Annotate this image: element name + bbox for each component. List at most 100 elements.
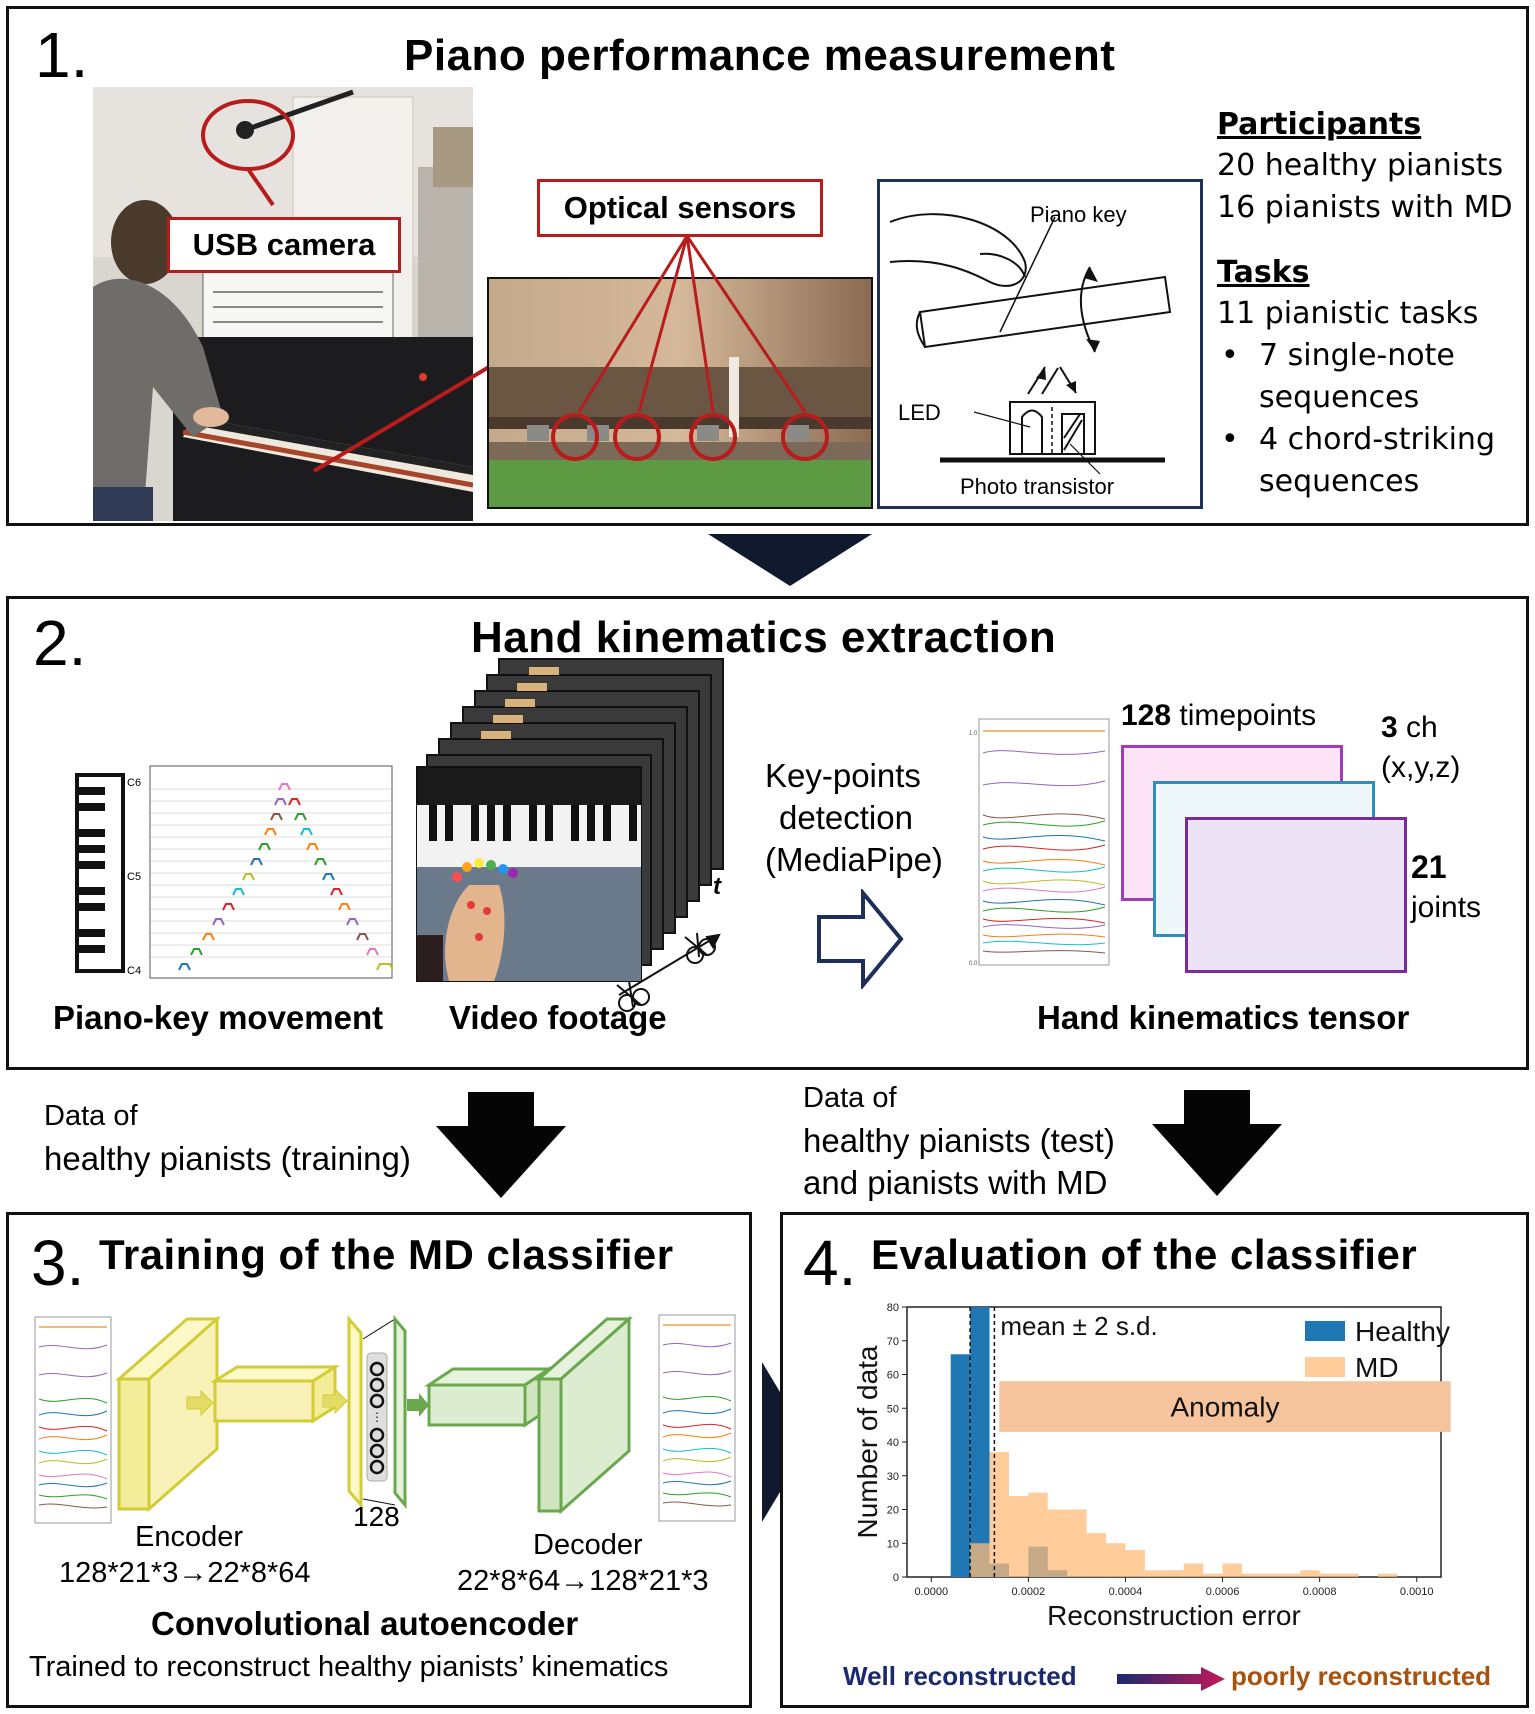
panel-title: Training of the MD classifier [99,1231,674,1278]
piano-label: C5 [127,871,142,883]
panel-title: Evaluation of the classifier [871,1231,1418,1278]
sensor-callout [551,235,829,461]
down-arrow [1152,1090,1282,1196]
panel-title: Hand kinematics extraction [471,613,1057,662]
channel-text: ch [1406,711,1438,744]
md-bar [1028,1492,1048,1577]
autoencoder-subcaption: Trained to reconstruct healthy pianists’… [29,1651,669,1683]
md-bar [1125,1550,1145,1577]
md-bar [1300,1570,1320,1577]
tasks-intro: 11 pianistic tasks [1217,296,1479,331]
well-reconstructed-label: Well reconstructed [843,1661,1077,1691]
panel-title: Piano performance measurement [404,31,1116,80]
task-bullet: • [1221,338,1239,373]
training-data-line: Data of [44,1100,138,1132]
channel-number: 3 [1381,711,1398,744]
task-item: 7 single-note [1259,338,1455,373]
tasks-heading: Tasks [1217,255,1310,290]
svg-text:⋮: ⋮ [371,1410,383,1424]
md-bar [1280,1573,1301,1577]
video-frames [416,658,724,1012]
caption-kinematics-tensor: Hand kinematics tensor [1037,999,1410,1036]
panel-training: 3. Training of the MD classifier [6,1212,752,1708]
autoencoder-diagram: ⋮ [115,1314,633,1515]
threshold-label: mean ± 2 s.d. [1000,1311,1157,1341]
y-tick-label: 70 [887,1336,899,1348]
usb-camera-label: USB camera [167,217,401,273]
participants-item: 16 pianists with MD [1217,190,1513,225]
decoder-label: Decoder [533,1529,643,1561]
y-axis-label: Number of data [852,1345,883,1538]
anomaly-label: Anomaly [1171,1392,1280,1423]
md-bar [1319,1573,1340,1577]
keypoints-line: (MediaPipe) [765,841,943,878]
timepoints-label: 128 timepoints [1121,699,1316,733]
timepoints-number: 128 [1121,699,1172,732]
md-bar [1183,1563,1204,1577]
sensor-diagram: Piano key LED Photo transistor [877,179,1203,509]
joints-number: 21 [1411,849,1447,885]
panel-measurement: 1. Piano performance measurement USB cam… [6,6,1529,526]
panel-number: 2. [33,607,87,679]
quality-gradient-arrow [1117,1667,1225,1691]
y-tick-label: 80 [887,1302,899,1314]
md-bar [1241,1573,1262,1577]
led-label: LED [898,400,941,425]
legend-swatch [1305,1357,1345,1377]
task-item: sequences [1259,380,1420,415]
panel-number: 1. [35,19,89,91]
md-bar [1164,1570,1184,1577]
piano-key-plot [149,765,393,979]
legend-label: MD [1355,1352,1399,1383]
task-bullet: • [1221,422,1239,457]
keypoints-line: Key-points [765,757,921,794]
legend-swatch [1305,1321,1345,1341]
svg-text:0.0: 0.0 [969,961,978,967]
test-data-line: Data of [803,1082,897,1114]
joints-label: joints [1411,891,1482,924]
x-tick-label: 0.0004 [1109,1586,1143,1598]
task-item: sequences [1259,464,1420,499]
task-item: 4 chord-striking [1259,422,1495,457]
x-tick-label: 0.0000 [914,1586,948,1598]
md-bar [1047,1509,1068,1577]
md-bar [1008,1496,1029,1577]
healthy-bar [950,1354,971,1577]
y-tick-label: 60 [887,1370,899,1382]
tensor-layer [1185,817,1407,973]
photo-transistor-label: Photo transistor [960,474,1115,499]
timepoints-text: timepoints [1179,699,1317,732]
md-bar [1106,1543,1126,1577]
panel-extraction: 2. Hand kinematics extraction C6 C5 C4 [6,596,1529,1070]
hollow-right-arrow [817,889,904,989]
md-bar [1144,1570,1165,1577]
kinematics-plot: 1.0 0.0 [969,718,1110,967]
svg-text:1.0: 1.0 [969,731,978,737]
md-bar [989,1452,1009,1577]
training-data-line: healthy pianists (training) [44,1140,411,1177]
x-tick-label: 0.0006 [1206,1586,1240,1598]
legend-label: Healthy [1355,1316,1450,1347]
md-bar [970,1543,990,1577]
panel-number: 4. [803,1227,857,1299]
poorly-reconstructed-label: poorly reconstructed [1231,1661,1492,1691]
y-tick-label: 40 [887,1437,899,1449]
y-tick-label: 50 [887,1403,899,1415]
md-bar [1339,1573,1359,1577]
channel-axes: (x,y,z) [1381,751,1461,784]
x-tick-label: 0.0002 [1012,1586,1046,1598]
caption-video-footage: Video footage [449,999,667,1036]
sensor-pointer [312,362,496,473]
y-tick-label: 10 [887,1538,899,1550]
md-bar [1261,1573,1281,1577]
piano-key-label: Piano key [1030,202,1127,227]
x-tick-label: 0.0008 [1303,1586,1337,1598]
sensor-schematic [889,213,1172,475]
participants-heading: Participants [1217,107,1422,142]
participants-item: 20 healthy pianists [1217,148,1504,183]
camera-callout [201,99,295,207]
encoder-label: Encoder [135,1521,244,1553]
optical-sensors-label: Optical sensors [537,179,823,237]
y-tick-label: 30 [887,1471,899,1483]
